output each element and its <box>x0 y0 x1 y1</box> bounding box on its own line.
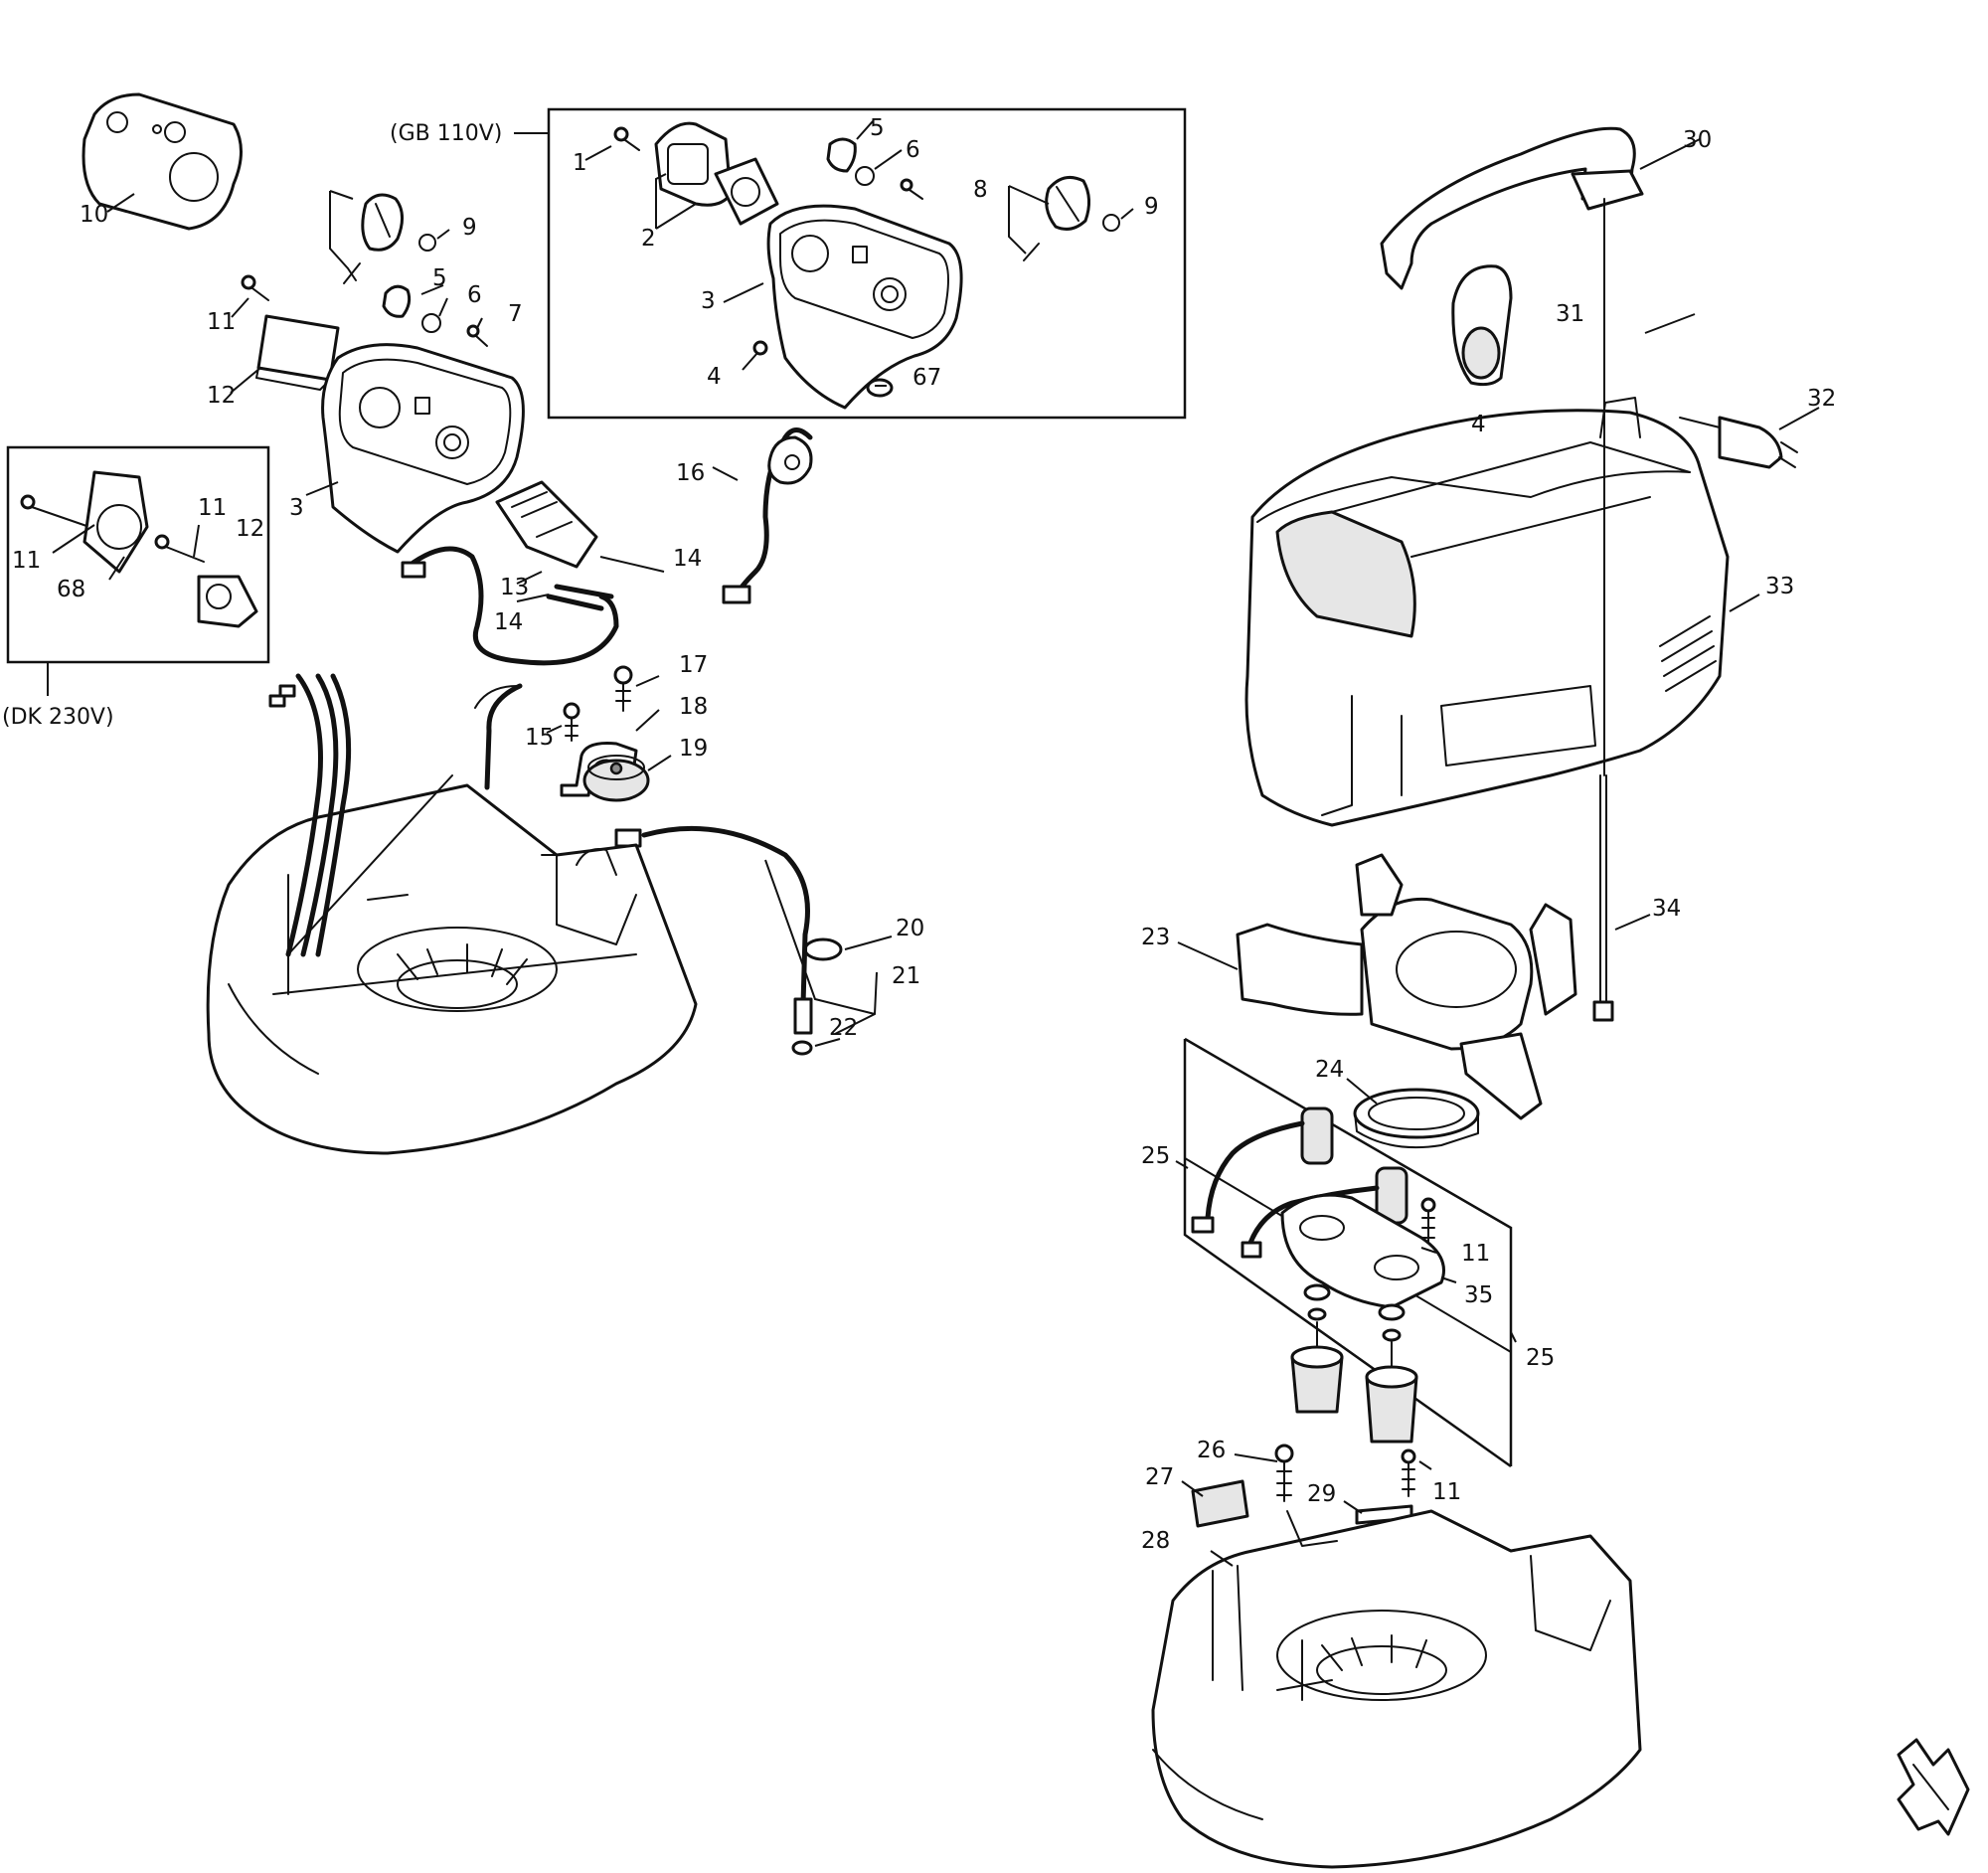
callout-12b: 12 <box>236 516 264 542</box>
callout-23: 23 <box>1141 925 1170 950</box>
callout-2: 2 <box>641 226 656 252</box>
callout-17: 17 <box>679 652 708 678</box>
callout-6b: 6 <box>906 137 920 163</box>
gb-small-knob-part <box>826 137 923 200</box>
callout-24: 24 <box>1315 1057 1344 1083</box>
handle-part <box>1380 126 1644 290</box>
callout-28: 28 <box>1141 1528 1170 1554</box>
cable-harness-part <box>401 546 619 666</box>
gb-110v-variant-box <box>514 107 1187 420</box>
screw-part <box>466 324 488 347</box>
callout-25: 25 <box>1141 1143 1170 1169</box>
callout-20: 20 <box>896 916 924 941</box>
callout-4: 4 <box>707 364 722 390</box>
callout-32: 32 <box>1807 386 1836 412</box>
callout-14b: 14 <box>673 546 702 572</box>
dk-socket-part <box>20 470 258 628</box>
callout-16: 16 <box>676 460 705 486</box>
callout-15: 15 <box>525 725 554 751</box>
callout-8: 8 <box>973 177 988 203</box>
motor-shaft-part <box>1290 1283 1418 1444</box>
callout-5: 5 <box>432 265 447 291</box>
callout-11-right-a: 11 <box>1461 1241 1490 1267</box>
callout-68: 68 <box>57 577 85 602</box>
leader-lines <box>52 120 1820 1567</box>
callout-25b: 25 <box>1526 1345 1555 1371</box>
callout-6: 6 <box>467 282 482 308</box>
screw-part <box>1401 1197 1436 1497</box>
callout-29: 29 <box>1307 1481 1336 1507</box>
callout-3: 3 <box>289 495 304 521</box>
callout-22: 22 <box>829 1015 858 1041</box>
dk-230v-variant-box <box>6 445 270 696</box>
callout-21: 21 <box>892 963 920 989</box>
callout-26: 26 <box>1197 1438 1226 1463</box>
callout-7: 7 <box>508 301 523 327</box>
dk-230v-label: (DK 230V) <box>2 705 114 730</box>
capacitor-part <box>1191 1107 1408 1259</box>
callout-11-right-b: 11 <box>1432 1479 1461 1505</box>
bracket-part <box>560 742 650 802</box>
callout-11: 11 <box>207 309 236 335</box>
callout-34: 34 <box>1652 896 1681 922</box>
callout-31: 31 <box>1556 301 1584 327</box>
callout-11-dk-b: 11 <box>198 495 227 521</box>
small-knob-part <box>382 284 441 333</box>
power-plug-part <box>1679 416 1798 469</box>
callout-9: 9 <box>462 215 477 241</box>
base-housing-right-part <box>1151 1509 1642 1869</box>
long-rod-part <box>1592 198 1614 1022</box>
gb-110v-label: (GB 110V) <box>390 121 502 146</box>
callout-33: 33 <box>1765 574 1794 599</box>
fan-housing-part <box>1236 853 1577 1120</box>
callout-10: 10 <box>80 202 108 228</box>
callout-4b: 4 <box>1471 412 1486 437</box>
switch-block-part <box>495 480 598 569</box>
callout-27: 27 <box>1145 1464 1174 1490</box>
callout-14: 14 <box>494 609 523 635</box>
callout-18: 18 <box>679 694 708 720</box>
gb-knob-part <box>1023 175 1120 261</box>
control-panel-part <box>321 343 525 554</box>
callout-11-dk-a: 11 <box>12 548 41 574</box>
wired-sensor-part <box>722 427 813 604</box>
callout-19: 19 <box>679 736 708 762</box>
callout-1: 1 <box>573 150 587 176</box>
gb-socket-part <box>613 121 779 226</box>
callout-9b: 9 <box>1144 194 1159 220</box>
callout-3b: 3 <box>701 288 716 314</box>
base-housing-part <box>206 673 698 1155</box>
gb-control-panel-part <box>752 204 963 410</box>
screw-part <box>241 274 269 301</box>
ring-seal-part <box>1353 1088 1480 1149</box>
next-page-arrow-icon[interactable] <box>1897 1738 1970 1836</box>
callout-30: 30 <box>1683 127 1712 153</box>
handle-insert-part <box>1451 264 1513 387</box>
callout-67: 67 <box>912 365 941 391</box>
label-plate-part <box>82 92 243 231</box>
callout-35: 35 <box>1464 1282 1493 1308</box>
callout-13: 13 <box>500 575 529 600</box>
top-cover-part <box>1244 397 1730 827</box>
callout-5b: 5 <box>870 115 885 141</box>
knob-part <box>343 193 436 284</box>
clamp-part <box>614 825 843 1056</box>
callout-12: 12 <box>207 383 236 409</box>
screw-part <box>563 665 633 742</box>
